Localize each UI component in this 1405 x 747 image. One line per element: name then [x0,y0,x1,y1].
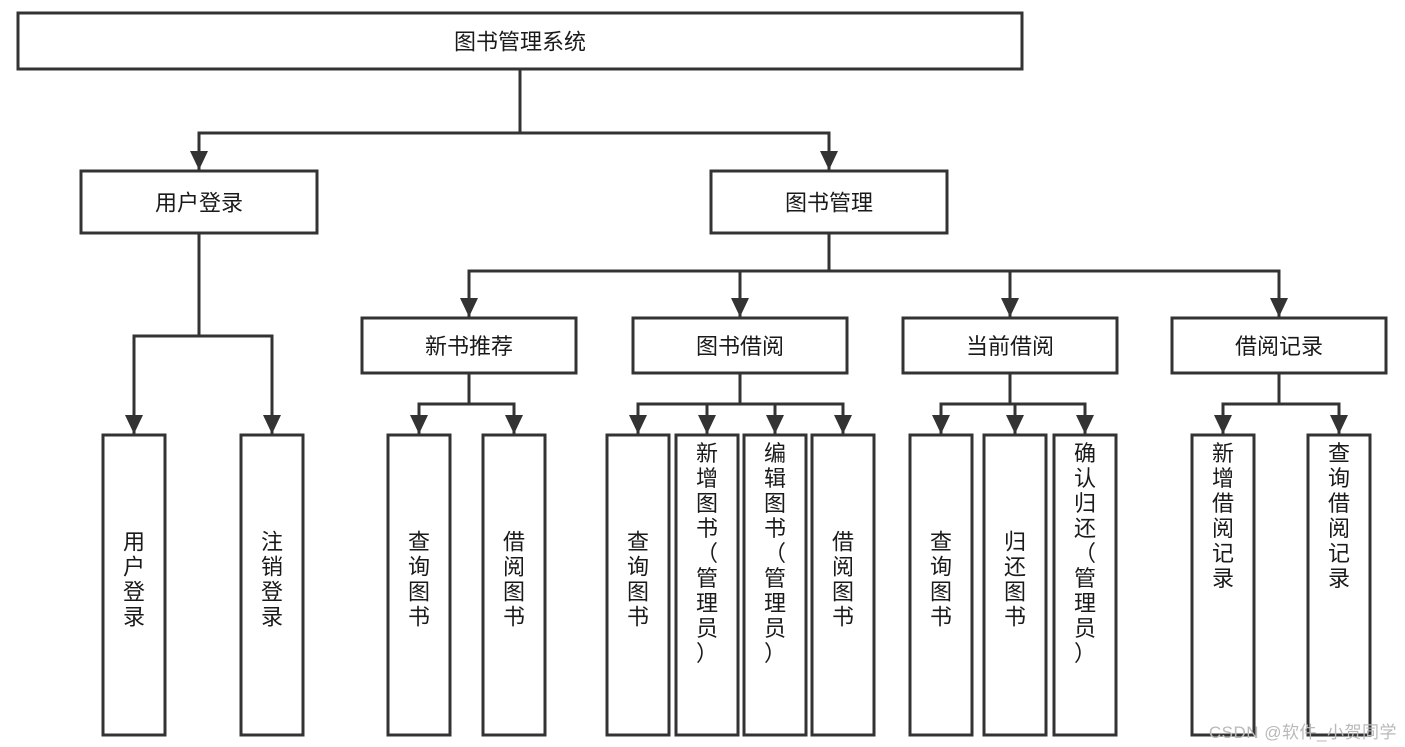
arrow-head-icon-leaf-user-login [125,415,143,434]
node-label-leaf-borrow-book-1: 借阅图书 [503,530,525,630]
node-label-current-borrow: 当前借阅 [966,334,1054,359]
node-root[interactable]: 图书管理系统 [16,11,1024,71]
node-box-leaf-confirm-return-admin [1052,433,1118,737]
node-label-new-book-recommend: 新书推荐 [425,334,513,359]
node-label-leaf-query-book-2: 查询图书 [627,530,649,630]
node-leaf-borrow-book-2[interactable]: 借阅图书 [810,433,876,737]
node-leaf-query-book-3[interactable]: 查询图书 [908,433,974,737]
node-box-leaf-edit-book-admin [742,433,808,737]
arrow-head-icon-leaf-add-book-admin [698,415,716,434]
node-leaf-query-book-2[interactable]: 查询图书 [605,433,671,737]
arrow-head-icon-current-borrow [1001,298,1019,317]
node-label-leaf-user-login: 用户登录 [123,530,145,630]
node-leaf-add-book-admin[interactable]: 新增图书（管理员） [674,433,740,737]
arrow-head-icon-new-book-recommend [460,298,478,317]
node-label-user-login: 用户登录 [155,191,243,216]
node-box-borrow-record [1170,316,1388,375]
node-leaf-confirm-return-admin[interactable]: 确认归还（管理员） [1052,433,1118,737]
node-box-leaf-borrow-book-2 [810,433,876,737]
node-leaf-query-borrow-record[interactable]: 查询借阅记录 [1306,433,1372,737]
arrow-head-icon-leaf-query-borrow-record [1330,415,1348,434]
arrow-head-icon-leaf-add-borrow-record [1214,415,1232,434]
node-box-leaf-return-book [982,433,1048,737]
arrow-head-icon-book-manage [820,151,838,170]
node-current-borrow[interactable]: 当前借阅 [901,316,1119,375]
arrow-head-icon-leaf-query-book-2 [629,415,647,434]
node-label-leaf-logout: 注销登录 [261,530,283,630]
node-book-manage[interactable]: 图书管理 [709,169,949,235]
node-borrow-record[interactable]: 借阅记录 [1170,316,1388,375]
node-label-leaf-return-book: 归还图书 [1004,530,1026,630]
node-box-leaf-query-borrow-record [1306,433,1372,737]
arrow-head-icon-leaf-borrow-book-1 [505,415,523,434]
node-leaf-return-book[interactable]: 归还图书 [982,433,1048,737]
arrow-head-icon-book-borrow [731,298,749,317]
node-box-user-login [79,169,319,235]
node-box-book-manage [709,169,949,235]
node-box-leaf-logout [239,433,305,737]
node-box-leaf-add-borrow-record [1190,433,1256,737]
node-leaf-add-borrow-record[interactable]: 新增借阅记录 [1190,433,1256,737]
node-label-leaf-query-borrow-record: 查询借阅记录 [1328,441,1350,591]
node-box-book-borrow [631,316,849,375]
node-label-leaf-add-book-admin: 新增图书（管理员） [696,441,718,666]
node-label-leaf-query-book-1: 查询图书 [408,530,430,630]
arrow-head-icon-leaf-confirm-return-admin [1076,415,1094,434]
arrow-head-icon-borrow-record [1270,298,1288,317]
node-leaf-borrow-book-1[interactable]: 借阅图书 [481,433,547,737]
nodes-layer: 图书管理系统用户登录图书管理新书推荐图书借阅当前借阅借阅记录用户登录注销登录查询… [16,11,1388,737]
arrow-head-icon-leaf-query-book-3 [932,415,950,434]
node-box-current-borrow [901,316,1119,375]
node-label-leaf-edit-book-admin: 编辑图书（管理员） [764,441,786,666]
node-box-leaf-query-book-3 [908,433,974,737]
node-label-leaf-add-borrow-record: 新增借阅记录 [1212,441,1234,591]
node-label-root: 图书管理系统 [454,30,586,55]
node-box-leaf-query-book-2 [605,433,671,737]
node-box-leaf-add-book-admin [674,433,740,737]
node-box-leaf-borrow-book-1 [481,433,547,737]
node-leaf-query-book-1[interactable]: 查询图书 [386,433,452,737]
node-leaf-logout[interactable]: 注销登录 [239,433,305,737]
node-box-leaf-user-login [101,433,167,737]
node-label-book-manage: 图书管理 [785,191,873,216]
node-box-new-book-recommend [360,316,578,375]
arrow-head-icon-leaf-logout [263,415,281,434]
node-leaf-edit-book-admin[interactable]: 编辑图书（管理员） [742,433,808,737]
arrow-head-icon-leaf-return-book [1006,415,1024,434]
node-box-root [16,11,1024,71]
node-book-borrow[interactable]: 图书借阅 [631,316,849,375]
arrow-head-icon-leaf-query-book-1 [410,415,428,434]
node-new-book-recommend[interactable]: 新书推荐 [360,316,578,375]
node-label-leaf-query-book-3: 查询图书 [930,530,952,630]
node-box-leaf-query-book-1 [386,433,452,737]
node-label-leaf-borrow-book-2: 借阅图书 [832,530,854,630]
arrow-head-icon-leaf-borrow-book-2 [834,415,852,434]
arrow-head-icon-user-login [190,151,208,170]
node-label-borrow-record: 借阅记录 [1235,334,1323,359]
node-leaf-user-login[interactable]: 用户登录 [101,433,167,737]
node-user-login[interactable]: 用户登录 [79,169,319,235]
connectors-layer [125,67,1348,435]
node-label-book-borrow: 图书借阅 [696,334,784,359]
arrow-head-icon-leaf-edit-book-admin [766,415,784,434]
node-label-leaf-confirm-return-admin: 确认归还（管理员） [1074,441,1096,666]
